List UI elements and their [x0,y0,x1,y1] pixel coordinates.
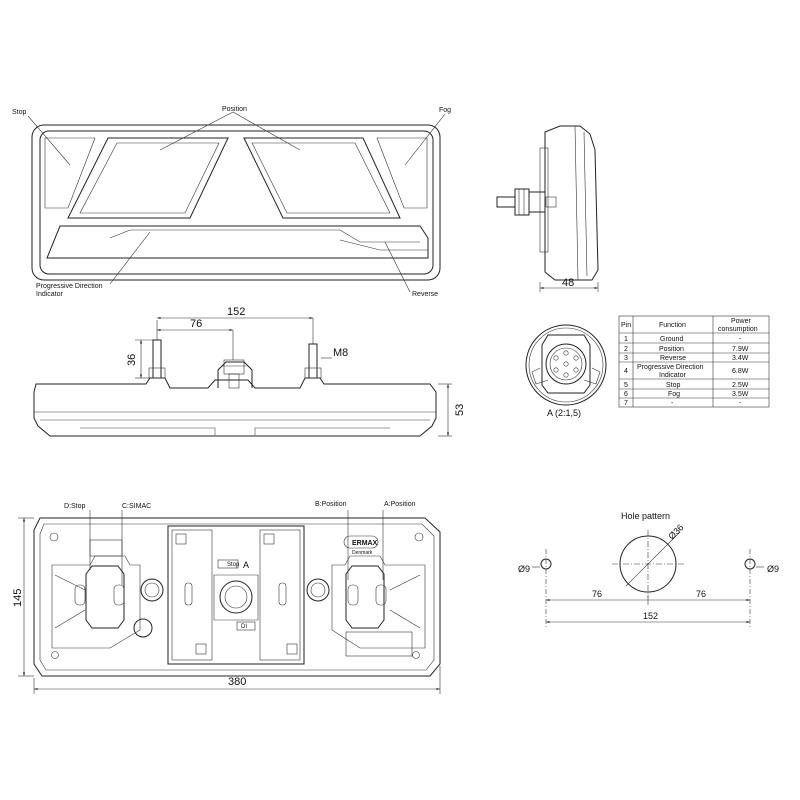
pw-3: 3.4W [732,355,749,362]
dim-36: 36 [126,354,138,366]
fn-4-line1: Progressive Direction [637,364,704,371]
th-power-1: Power [731,318,752,325]
label-position: Position [222,106,247,113]
fn-2: Position [659,346,684,353]
pin-3: 3 [624,355,628,362]
connector-caption: A (2:1,5) [547,408,581,418]
fn-5: Stop [666,382,681,389]
dia-9-right: Ø9 [767,564,779,574]
pin-4: 4 [624,368,628,375]
front-view [27,111,446,293]
label-d-stop: D:Stop [64,503,86,510]
brand-sub: Denmark [352,550,373,556]
di-tag: DI [241,624,247,630]
pin-table [618,315,770,408]
thread-m8: M8 [333,347,348,359]
label-progressive-2: Indicator [36,291,64,298]
label-stop: Stop [12,109,27,116]
label-c-simac: C:SIMAC [122,503,151,510]
pin-2: 2 [624,346,628,353]
fn-6: Fog [668,391,680,398]
dim-48: 48 [562,277,574,289]
fn-7: - [671,400,674,407]
pin-6: 6 [624,391,628,398]
label-reverse: Reverse [412,291,438,298]
pw-5: 2.5W [732,382,749,389]
fn-4-line2: Indicator [659,372,687,379]
stop-tag: Stop [227,562,240,568]
top-view [33,316,452,437]
label-fog: Fog [439,107,451,114]
label-progressive-1: Progressive Direction [36,283,103,290]
pw-4: 6.8W [732,368,749,375]
pin-7: 7 [624,400,628,407]
dia-36: Ø36 [666,522,685,541]
pw-6: 3.5W [732,391,749,398]
dim-145: 145 [12,589,24,607]
brand-logo: ERMAX [352,540,378,547]
dim-152-hole: 152 [643,611,658,621]
dim-76-top: 76 [190,318,202,330]
pw-1: - [739,336,742,343]
dia-9-left: Ø9 [518,564,530,574]
rear-view [18,510,441,694]
dim-152-top: 152 [227,306,245,318]
pw-7: - [739,400,742,407]
dim-53: 53 [454,404,466,416]
dim-76-right: 76 [696,589,706,599]
th-pin: Pin [621,322,631,329]
side-view [496,125,599,292]
pin-1: 1 [624,336,628,343]
fn-1: Ground [660,336,683,343]
fn-3: Reverse [660,355,686,362]
th-function: Function [659,322,686,329]
connector-detail [525,324,607,406]
label-a-position: A:Position [384,501,416,508]
label-b-position: B:Position [315,501,347,508]
dim-76-left: 76 [592,589,602,599]
pw-2: 7.9W [732,346,749,353]
th-power-2: consumption [718,326,758,333]
pin-5: 5 [624,382,628,389]
hole-pattern [532,530,764,628]
hole-pattern-title: Hole pattern [621,511,670,521]
dim-380: 380 [228,676,246,688]
callout-a: A [243,560,249,570]
